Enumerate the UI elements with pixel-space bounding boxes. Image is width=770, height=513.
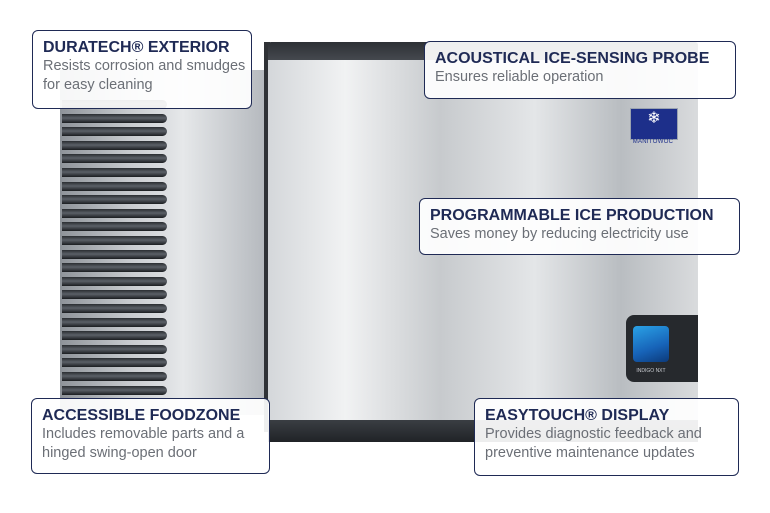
display-label: INDIGO NXT (636, 368, 666, 374)
touch-screen (633, 326, 669, 362)
callout-title: ACCESSIBLE FOODZONE (42, 407, 241, 424)
grille-slat (62, 331, 167, 341)
callout-accessible-foodzone: ACCESSIBLE FOODZONE Includes removable p… (31, 398, 270, 474)
callout-title: PROGRAMMABLE ICE PRODUCTION (430, 207, 714, 224)
callout-ice-sensing-probe: ACOUSTICAL ICE-SENSING PROBE Ensures rel… (424, 41, 736, 99)
callout-text: Provides diagnostic feedback and prevent… (485, 426, 702, 461)
callout-text: Ensures reliable operation (435, 69, 604, 85)
grille-slat (62, 181, 167, 191)
grille-slat (62, 154, 167, 164)
callout-programmable-ice-production: PROGRAMMABLE ICE PRODUCTION Saves money … (419, 198, 740, 255)
callout-title: ACOUSTICAL ICE-SENSING PROBE (435, 50, 710, 67)
grille-slat (62, 385, 167, 395)
callout-text: Saves money by reducing electricity use (430, 226, 689, 242)
callout-title: EASYTOUCH® DISPLAY (485, 407, 670, 424)
grille-slat (62, 317, 167, 327)
grille-slat (62, 195, 167, 205)
grille-slat (62, 236, 167, 245)
grille-slat (62, 276, 167, 286)
grille-slat (62, 127, 167, 137)
callout-title: DURATECH® EXTERIOR (43, 39, 230, 56)
callout-duratech-exterior: DURATECH® EXTERIOR Resists corrosion and… (32, 30, 252, 109)
grille-slat (62, 113, 167, 123)
grille-slat (62, 263, 167, 273)
brand-logo-text: MANITOWOC (632, 139, 674, 145)
grille-slat (62, 208, 167, 218)
grille-slat (62, 249, 167, 259)
grille-slat (62, 290, 167, 300)
air-grille (62, 100, 167, 400)
callout-text: Resists corrosion and smudges for easy c… (43, 58, 246, 93)
grille-slat (62, 372, 167, 381)
grille-slat (62, 222, 167, 232)
grille-slat (62, 358, 167, 368)
grille-slat (62, 168, 167, 177)
grille-slat (62, 304, 167, 313)
grille-slat (62, 344, 167, 354)
callout-easytouch-display: EASYTOUCH® DISPLAY Provides diagnostic f… (474, 398, 739, 476)
grille-slat (62, 140, 167, 150)
snowflake-logo-icon: ❄ (630, 108, 678, 140)
machine-edge (264, 42, 270, 432)
callout-text: Includes removable parts and a hinged sw… (42, 426, 245, 461)
